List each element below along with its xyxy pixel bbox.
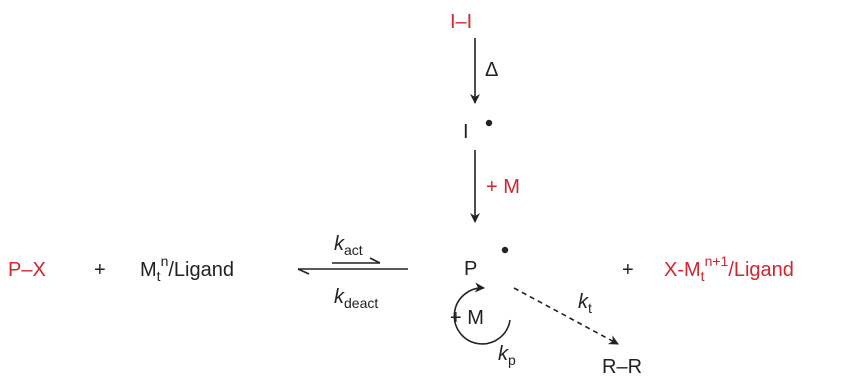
k-act-label: kact [334,233,363,258]
propagation-cycle-arrow [453,282,511,345]
dormant-species-label: P–X [8,259,46,281]
deactivation-arrow-head [297,268,310,275]
initiator-radical-dot [485,119,493,127]
k-deact-label: kdeact [334,286,378,311]
plus-right: + [622,259,634,281]
termination-arrow [513,287,619,345]
termination-product-label: R–R [602,356,642,378]
k-t-label: kt [578,291,592,316]
plus-left: + [94,259,106,281]
k-p-label: kp [498,343,516,368]
cycle-monomer-label: + M [450,307,484,329]
deactivator-complex-label: X-Mtn+1/Ligand [664,253,794,284]
heat-label: Δ [485,59,498,81]
activator-complex-label: Mtn/Ligand [140,253,234,284]
monomer-add-label: + M [486,176,520,198]
activation-arrow-head [369,257,381,264]
propagating-radical-dot [501,246,509,254]
initiator-label: I–I [450,11,472,33]
propagating-radical-label: P [464,258,477,280]
initiator-radical-label: I [463,121,469,143]
